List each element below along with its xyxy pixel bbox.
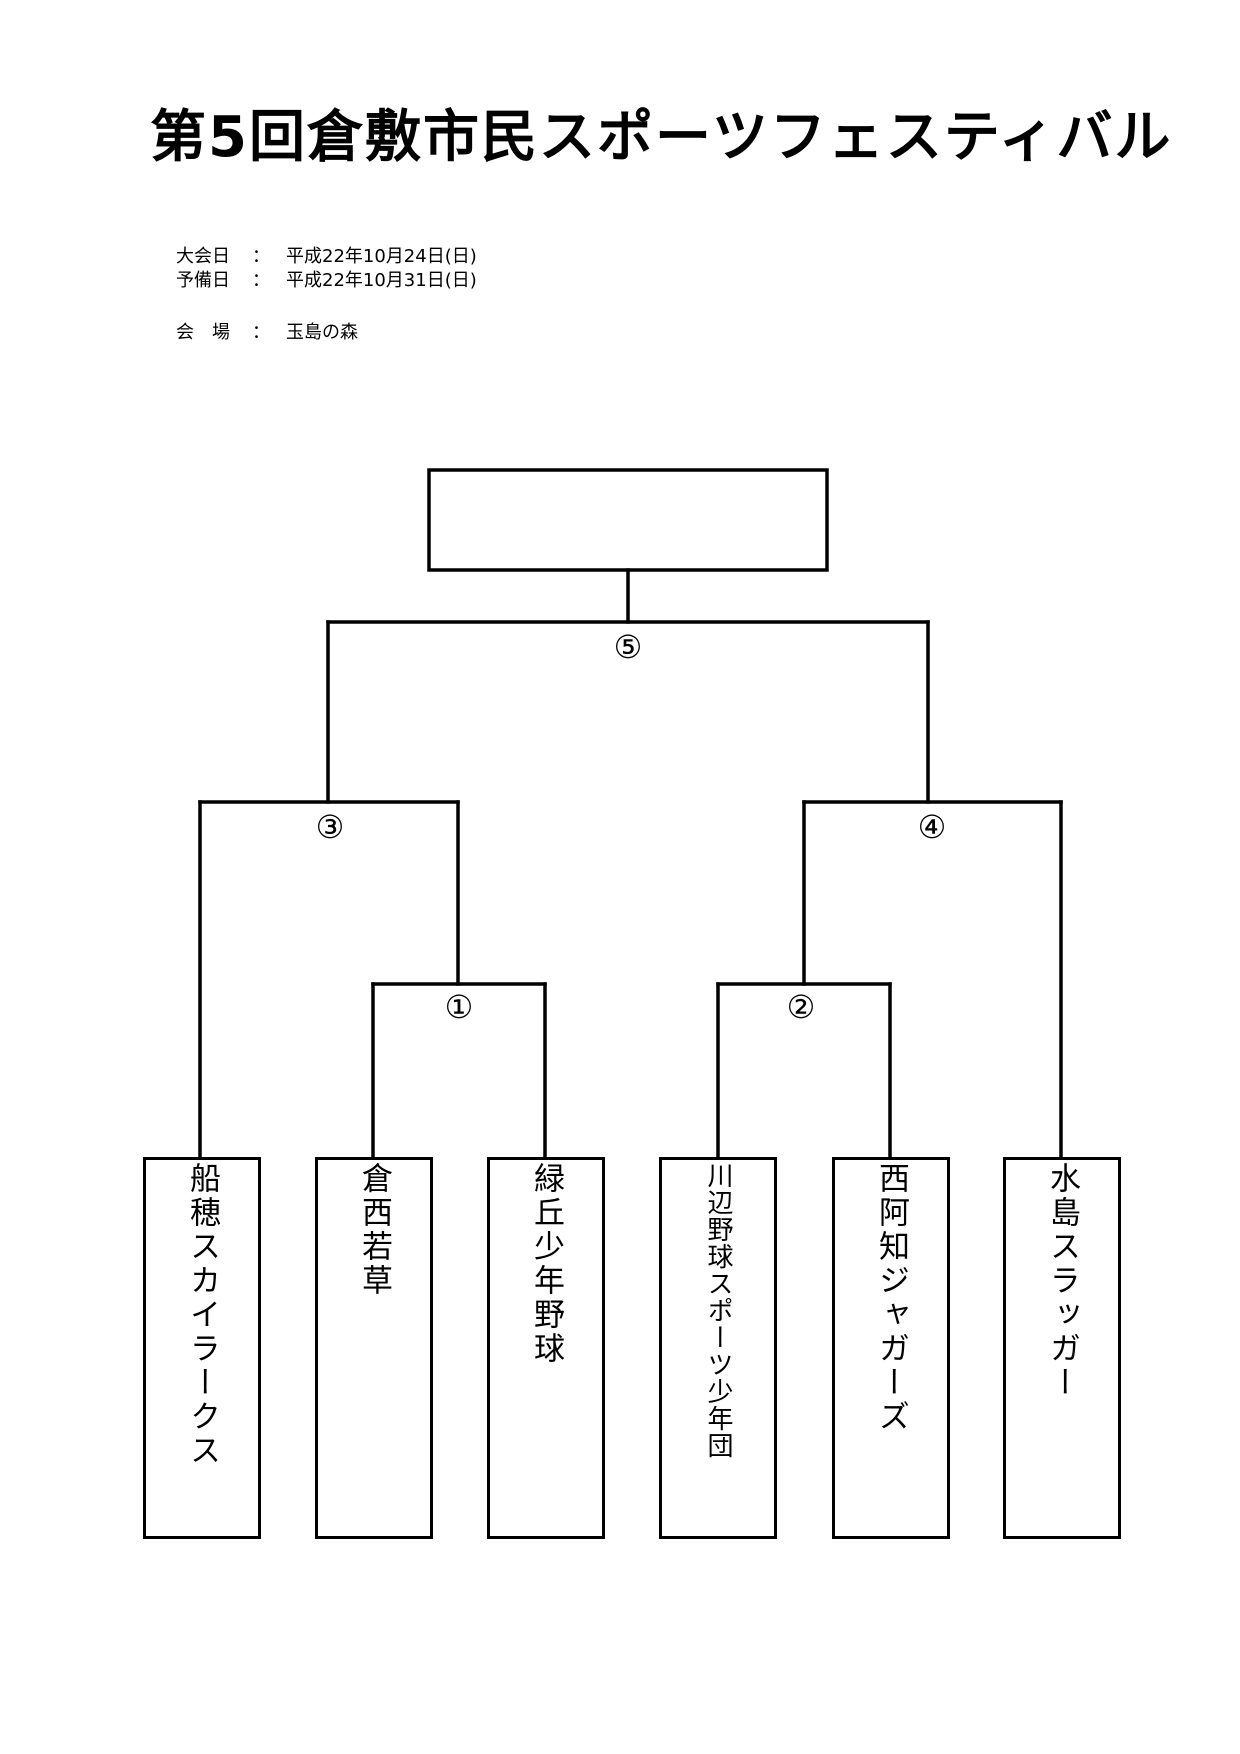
info-colon: ： bbox=[252, 246, 270, 267]
match-number-5: ⑤ bbox=[613, 628, 643, 666]
match-number-1: ① bbox=[444, 988, 474, 1026]
team-name: 水島スラッガー bbox=[1044, 1162, 1080, 1400]
info-value: 平成22年10月24日(日) bbox=[286, 246, 477, 267]
team-box: 川辺野球スポーツ少年団 bbox=[659, 1157, 777, 1539]
match-number-3: ③ bbox=[315, 808, 345, 846]
info-row-event-date: 大会日 ： 平成22年10月24日(日) bbox=[176, 242, 477, 268]
champion-box bbox=[427, 468, 829, 572]
info-label: 予備日 bbox=[176, 270, 230, 291]
team-box: 倉西若草 bbox=[315, 1157, 433, 1539]
info-row-venue: 会 場 ： 玉島の森 bbox=[176, 318, 358, 344]
info-label: 大会日 bbox=[176, 246, 230, 267]
team-box: 西阿知ジャガーズ bbox=[832, 1157, 950, 1539]
team-name: 川辺野球スポーツ少年団 bbox=[703, 1162, 733, 1459]
info-row-reserve-date: 予備日 ： 平成22年10月31日(日) bbox=[176, 266, 477, 292]
info-value: 平成22年10月31日(日) bbox=[286, 270, 477, 291]
team-name: 西阿知ジャガーズ bbox=[873, 1162, 909, 1434]
match-number-4: ④ bbox=[917, 808, 947, 846]
info-value: 玉島の森 bbox=[286, 322, 358, 343]
team-name: 船穂スカイラークス bbox=[184, 1162, 220, 1468]
team-name: 倉西若草 bbox=[356, 1162, 392, 1298]
team-box: 船穂スカイラークス bbox=[143, 1157, 261, 1539]
team-box: 水島スラッガー bbox=[1003, 1157, 1121, 1539]
info-label: 会 場 bbox=[176, 322, 230, 343]
info-colon: ： bbox=[252, 270, 270, 291]
page-title: 第5回倉敷市民スポーツフェスティバル bbox=[150, 105, 1173, 170]
team-name: 緑丘少年野球 bbox=[528, 1162, 564, 1366]
team-box: 緑丘少年野球 bbox=[487, 1157, 605, 1539]
match-number-2: ② bbox=[786, 988, 816, 1026]
info-colon: ： bbox=[252, 322, 270, 343]
